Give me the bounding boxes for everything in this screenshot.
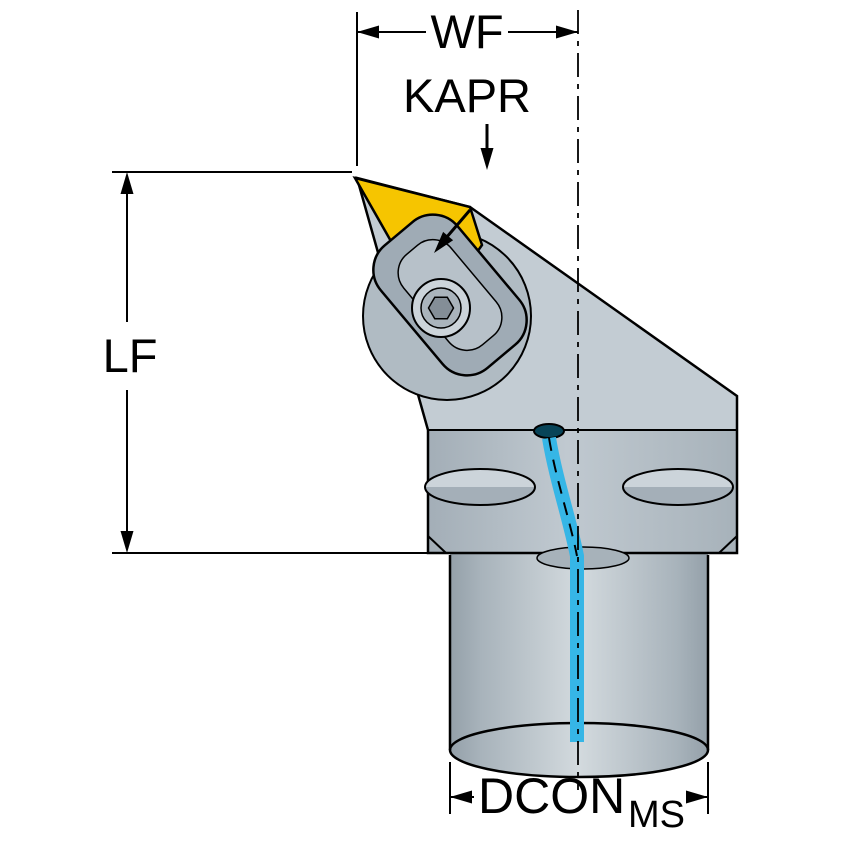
lf-arrow-down-icon [120, 531, 134, 553]
recess-left-outline [424, 468, 536, 506]
dimension-label-dcon-subscript: MS [628, 794, 685, 836]
dimension-dcon: DCON MS [449, 762, 709, 836]
kapr-arrow-down-icon [480, 148, 494, 170]
recess-right-shadow [623, 487, 733, 505]
wf-arrow-right-icon [556, 25, 578, 39]
dimension-label-wf: WF [430, 5, 503, 58]
kapr-edge-arrow [434, 209, 472, 253]
dcon-arrow-right-icon [686, 790, 708, 804]
coolant-channel [533, 423, 584, 742]
lf-arrow-up-icon [120, 172, 134, 194]
dcon-arrow-left-icon [450, 790, 472, 804]
head-flange [428, 430, 737, 553]
kapr-edge-arrow-line [444, 209, 472, 239]
coolant-exit-hole [533, 423, 565, 439]
kapr-edge-arrowhead-icon [434, 231, 454, 253]
flange-chamfer-left [427, 535, 447, 554]
flange-chamfer-right [718, 535, 738, 554]
dimension-annotations: WF KAPR LF DCON MS [103, 5, 709, 836]
clamp-screw [411, 278, 471, 338]
dimension-label-kapr: KAPR [403, 69, 531, 122]
recess-right-outline [622, 468, 734, 506]
flange-recess-right [622, 468, 734, 506]
dimension-wf: WF [356, 5, 578, 166]
dimension-lf: LF [103, 171, 446, 554]
screw-hex-socket-icon [427, 296, 455, 320]
tool-holder-body [352, 176, 739, 779]
flange-recess-left [424, 468, 536, 506]
dimension-kapr: KAPR [403, 69, 531, 170]
recess-left-shadow [425, 487, 535, 505]
dimension-label-lf: LF [103, 329, 158, 382]
dimension-label-dcon: DCON [478, 768, 625, 824]
wf-arrow-left-icon [357, 25, 379, 39]
